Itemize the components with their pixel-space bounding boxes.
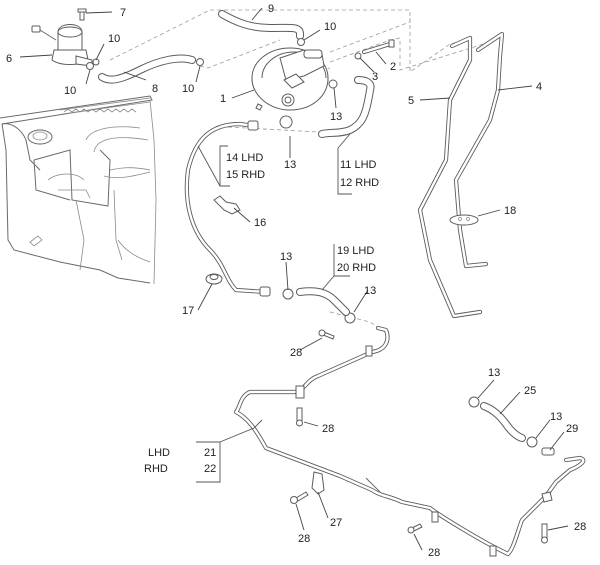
variant-label-lhd: 19 LHD: [337, 245, 374, 257]
grommet: [205, 273, 223, 285]
callout-1: 1: [220, 93, 226, 105]
callout-7: 7: [120, 7, 126, 19]
callout-27: 27: [330, 517, 342, 529]
variant-label-rhd: 15 RHD: [226, 169, 265, 181]
callout-9: 9: [268, 3, 274, 15]
variant-label-lhd: LHD: [148, 447, 170, 459]
callout-13: 13: [550, 411, 562, 423]
pipe-bracket: [213, 195, 241, 215]
callout-10: 10: [182, 83, 194, 95]
variant-number-21: 21: [204, 447, 216, 459]
callout-3: 3: [372, 71, 378, 83]
callout-2: 2: [390, 61, 396, 73]
callout-17: 17: [182, 305, 194, 317]
callout-13: 13: [284, 159, 296, 171]
variant-bracket-11-12: [337, 133, 352, 195]
variant-bracket-14-15: [197, 145, 230, 187]
pipe-fitting: [541, 447, 555, 456]
variant-label-rhd: RHD: [144, 463, 168, 475]
leader-lines: [19, 7, 569, 551]
callout-13: 13: [488, 367, 500, 379]
callout-8: 8: [152, 83, 158, 95]
hose-8: [98, 54, 196, 84]
callout-4: 4: [536, 81, 542, 93]
pipe-bracket: [311, 471, 325, 495]
variant-label-rhd: 12 RHD: [340, 177, 379, 189]
hose-clip: [86, 38, 305, 70]
callout-13: 13: [280, 251, 292, 263]
callout-10: 10: [64, 85, 76, 97]
hose-25: [480, 402, 526, 442]
grommet: [449, 214, 479, 226]
servo-bolt: [361, 39, 395, 55]
callout-5: 5: [408, 95, 414, 107]
pipe-bracket: [295, 345, 553, 557]
brake-servo: [251, 47, 329, 111]
hose-19-20: [296, 287, 350, 316]
variant-label-lhd: 14 LHD: [226, 152, 263, 164]
callout-6: 6: [6, 53, 12, 65]
callout-10: 10: [108, 33, 120, 45]
variant-bracket-19-20: [321, 244, 350, 291]
variant-label-rhd: 20 RHD: [337, 262, 376, 274]
callout-18: 18: [504, 205, 516, 217]
hose-11-12: [318, 76, 375, 138]
pipe-21-22: [233, 325, 586, 557]
callout-28: 28: [428, 547, 440, 559]
mounting-bolt: [290, 329, 548, 544]
hose-9: [218, 10, 304, 40]
callout-28: 28: [574, 521, 586, 533]
pipe-14-15: [184, 120, 271, 297]
pipe-4: [453, 31, 505, 269]
variant-number-22: 22: [204, 463, 216, 475]
vehicle-body-panel: [0, 95, 157, 285]
callout-16: 16: [254, 217, 266, 229]
callout-28: 28: [298, 533, 310, 545]
callout-28: 28: [322, 423, 334, 435]
pipe-5: [417, 35, 483, 319]
callout-28: 28: [290, 347, 302, 359]
callout-labels: 7 6 10 10 8 10 9 10 1 2 3 4 5 13 13 16 1…: [6, 3, 586, 559]
callout-29: 29: [566, 423, 578, 435]
callout-25: 25: [524, 385, 536, 397]
cap-bolt: [77, 8, 87, 21]
variant-label-lhd: 11 LHD: [340, 159, 377, 171]
hose-clip: [328, 79, 338, 89]
variant-bracket-21-22: [196, 419, 263, 483]
hose-clip: [468, 396, 538, 448]
callout-13: 13: [364, 285, 376, 297]
callout-13: 13: [330, 111, 342, 123]
callout-10: 10: [324, 21, 336, 33]
fluid-reservoir: [31, 24, 93, 67]
washer: [354, 52, 362, 60]
